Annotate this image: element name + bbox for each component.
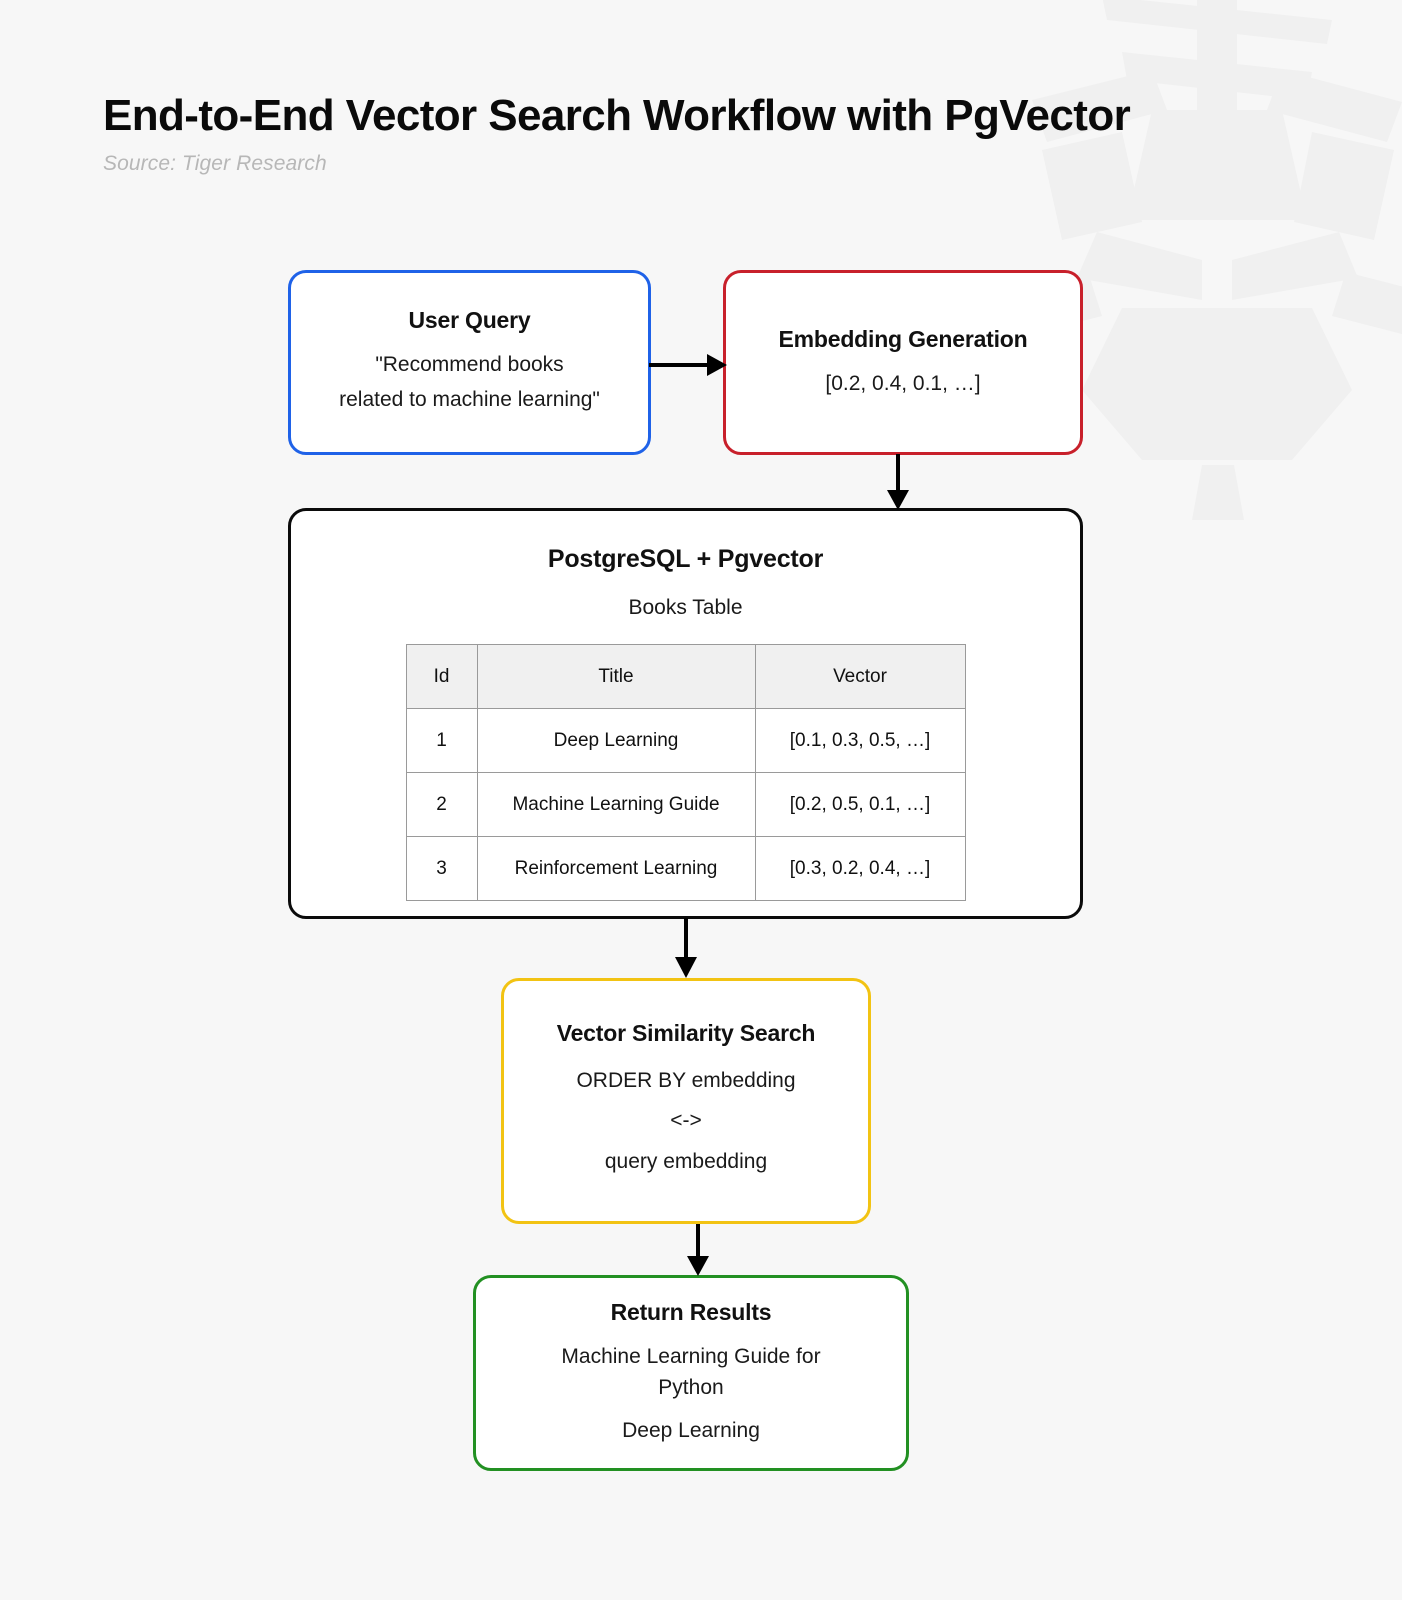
books-row-3-id: 3 (405, 836, 478, 901)
arrow-postgres-to-vector-search (675, 918, 697, 978)
books-table-header-id: Id (405, 644, 478, 709)
books-table-header-title: Title (476, 644, 756, 709)
page-source-label: Source: Tiger Research (103, 152, 327, 176)
node-return-results[interactable]: Return Results Machine Learning Guide fo… (473, 1275, 909, 1471)
node-user-query-line-1: "Recommend books (375, 353, 564, 377)
table-row: 3 Reinforcement Learning [0.3, 0.2, 0.4,… (405, 836, 966, 901)
header: End-to-End Vector Search Workflow with P… (103, 91, 1131, 176)
node-postgresql-pgvector[interactable]: PostgreSQL + Pgvector Books Table Id Tit… (288, 508, 1083, 919)
node-embedding-generation-vector: [0.2, 0.4, 0.1, …] (825, 371, 981, 395)
books-table-header-vector: Vector (754, 644, 966, 709)
books-row-3-vector: [0.3, 0.2, 0.4, …] (754, 836, 966, 901)
books-table-caption: Books Table (628, 596, 743, 619)
books-row-1-title: Deep Learning (476, 708, 756, 773)
node-return-results-item-1: Machine Learning Guide for Python (561, 1345, 821, 1399)
books-row-2-id: 2 (405, 772, 478, 837)
books-row-1-id: 1 (405, 708, 478, 773)
books-table-header-row: Id Title Vector (405, 644, 966, 709)
books-row-1-vector: [0.1, 0.3, 0.5, …] (754, 708, 966, 773)
arrow-vector-search-to-return-results (687, 1224, 709, 1276)
books-row-2-title: Machine Learning Guide (476, 772, 756, 837)
node-embedding-generation-title: Embedding Generation (778, 325, 1028, 352)
node-user-query-line-2: related to machine learning" (339, 388, 600, 411)
node-embedding-generation[interactable]: Embedding Generation [0.2, 0.4, 0.1, …] (723, 270, 1083, 455)
table-row: 2 Machine Learning Guide [0.2, 0.5, 0.1,… (405, 772, 966, 837)
node-return-results-item-2: Deep Learning (622, 1419, 760, 1443)
node-postgresql-title: PostgreSQL + Pgvector (547, 545, 824, 573)
node-vector-similarity-search-title: Vector Similarity Search (556, 1019, 816, 1046)
node-vector-similarity-search[interactable]: Vector Similarity Search ORDER BY embedd… (501, 978, 871, 1224)
arrow-embedding-to-postgres (887, 454, 909, 510)
node-return-results-title: Return Results (610, 1299, 772, 1326)
node-vector-similarity-search-operator: <-> (670, 1109, 702, 1133)
books-row-2-vector: [0.2, 0.5, 0.1, …] (754, 772, 966, 837)
table-row: 1 Deep Learning [0.1, 0.3, 0.5, …] (405, 708, 966, 773)
arrow-user-query-to-embedding (649, 354, 727, 376)
node-user-query-title: User Query (408, 307, 531, 334)
books-row-3-title: Reinforcement Learning (476, 836, 756, 901)
page-title: End-to-End Vector Search Workflow with P… (103, 91, 1131, 140)
node-vector-similarity-search-line-1: ORDER BY embedding (576, 1068, 796, 1092)
node-vector-similarity-search-line-3: query embedding (604, 1149, 768, 1173)
node-user-query[interactable]: User Query "Recommend books related to m… (288, 270, 651, 455)
books-table: Id Title Vector 1 Deep Learning [0.1, 0.… (405, 644, 966, 901)
